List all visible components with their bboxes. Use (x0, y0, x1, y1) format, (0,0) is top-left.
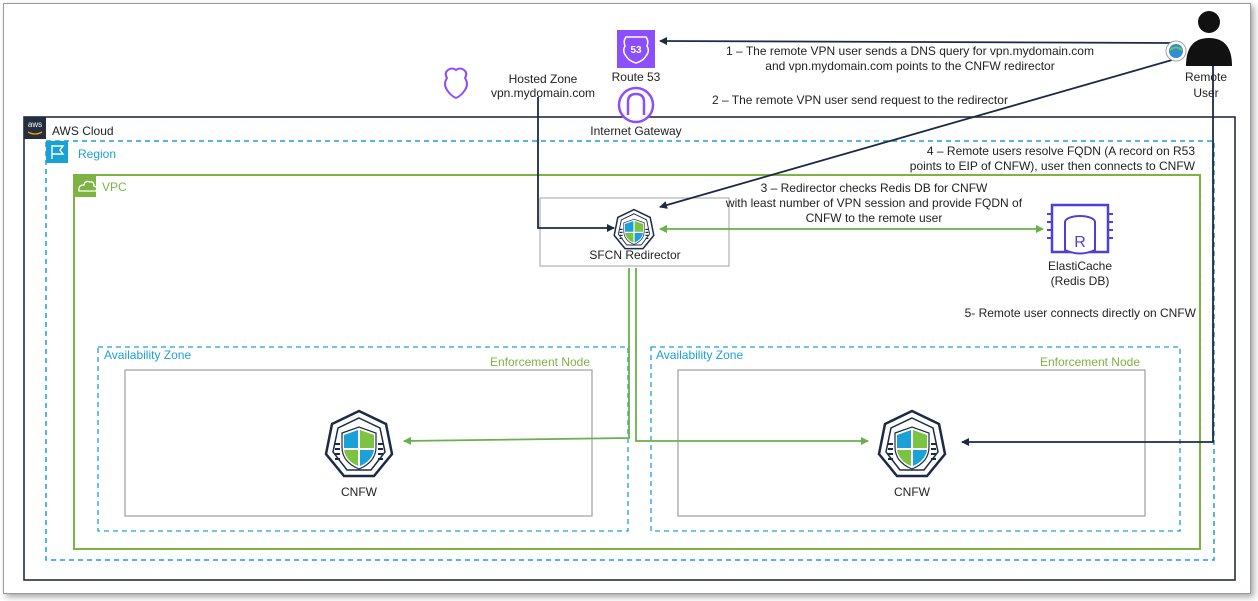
hosted-zone-domain: vpn.mydomain.com (490, 86, 596, 100)
vpc-label: VPC (102, 180, 127, 194)
step2-text: 2 – The remote VPN user send request to … (712, 93, 1008, 107)
region-flag-icon (46, 141, 68, 163)
svg-text:53: 53 (630, 45, 642, 56)
step5-text: 5- Remote user connects directly on CNFW (964, 306, 1196, 320)
vpc-cloud-icon (74, 175, 96, 197)
step1-line1: 1 – The remote VPN user sends a DNS quer… (726, 44, 1094, 58)
cnfw-right-label: CNFW (894, 485, 930, 499)
enforcement-node-right (677, 369, 1146, 517)
flow-step1-arrow (659, 37, 1173, 46)
redirector-label: SFCN Redirector (589, 248, 681, 262)
cnfw-left-icon (324, 409, 394, 478)
region-boundary (45, 140, 1215, 561)
availability-zone-right (650, 346, 1181, 532)
step4-line2: points to EIP of CNFW), user then connec… (909, 159, 1195, 173)
redirector-to-cnfw-right (635, 268, 869, 445)
step4-line1: 4 – Remote users resolve FQDN (A record … (926, 144, 1195, 158)
flow-step5-arrow (961, 64, 1214, 446)
route53-label: Route 53 (611, 70, 661, 84)
elasticache-label-2: (Redis DB) (1050, 274, 1110, 288)
hosted-zone-link (537, 97, 615, 232)
region-label: Region (78, 147, 117, 161)
redirector-to-cnfw-left (403, 268, 630, 445)
redirector-shield-icon (613, 208, 655, 250)
internet-gateway-label: Internet Gateway (590, 124, 682, 138)
vpc-boundary (73, 174, 1201, 550)
availability-zone-left (97, 346, 629, 532)
aws-cloud-label: AWS Cloud (52, 124, 114, 138)
remote-user-label-1: Remote (1184, 70, 1228, 84)
node-left-label: Enforcement Node (489, 355, 590, 369)
node-right-label: Enforcement Node (1039, 355, 1140, 369)
elasticache-label-1: ElastiCache (1047, 259, 1113, 273)
remote-user-icon (1165, 11, 1232, 66)
step3-line1: 3 – Redirector checks Redis DB for CNFW (760, 181, 988, 195)
step3-line2: with least number of VPN session and pro… (725, 196, 1023, 210)
aws-logo-text: aws (28, 120, 42, 129)
internet-gateway-icon (617, 86, 655, 124)
svg-text:R: R (1074, 234, 1086, 251)
step3-line3: CNFW to the remote user (805, 211, 943, 225)
hosted-zone-icon (444, 67, 468, 100)
az-right-label: Availability Zone (656, 348, 744, 362)
aws-logo-icon (24, 117, 46, 139)
enforcement-node-left (124, 369, 593, 517)
remote-user-label-2: User (1193, 86, 1219, 100)
step1-line2: and vpn.mydomain.com points to the CNFW … (765, 59, 1055, 73)
az-left-label: Availability Zone (104, 348, 192, 362)
hosted-zone-title: Hosted Zone (508, 72, 578, 86)
cnfw-left-label: CNFW (341, 485, 377, 499)
elasticache-icon: R (1047, 203, 1113, 255)
cnfw-right-icon (877, 409, 947, 478)
route53-icon: 53 (617, 30, 655, 68)
flow-step2-arrow (659, 59, 1173, 209)
